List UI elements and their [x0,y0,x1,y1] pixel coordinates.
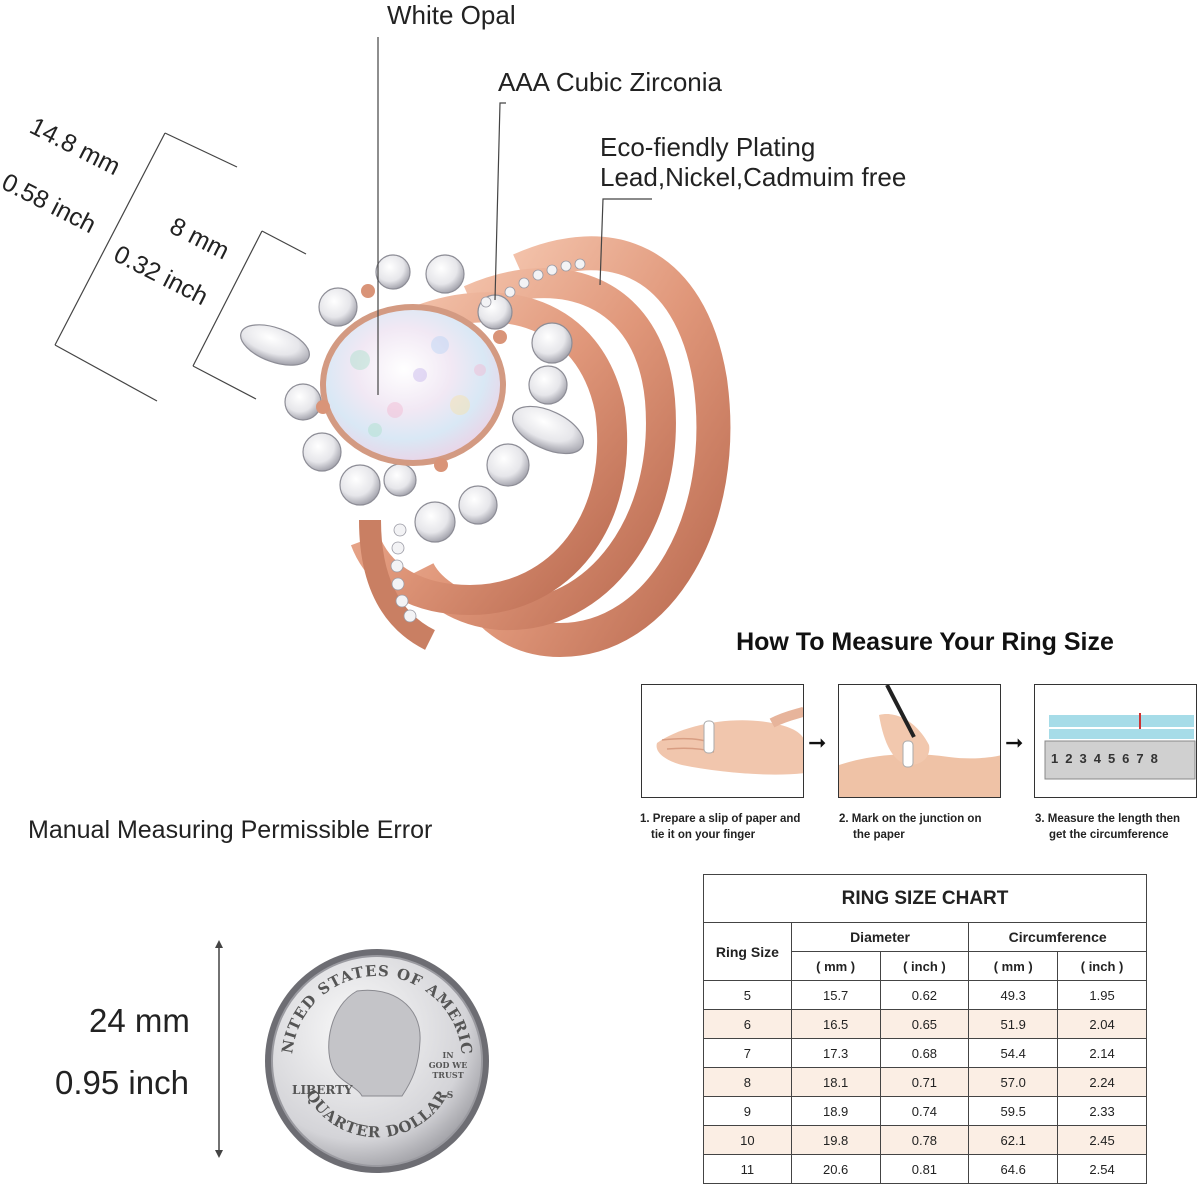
cell-circ-mm: 59.5 [968,1096,1059,1126]
callout-cubic-zirconia: AAA Cubic Zirconia [498,67,722,97]
arrow-right-icon: ➞ [1005,730,1024,755]
unit-circ-inch: ( inch ) [1057,951,1147,981]
opal-stone [316,284,507,472]
unit-dia-inch: ( inch ) [879,951,970,981]
step-2-caption: 2. Mark on the junction on the paper [839,811,981,843]
step-1-caption: 1. Prepare a slip of paper and tie it on… [640,811,800,843]
callout-plating-line1: Eco-fiendly Plating [600,132,816,162]
col-ring-size: Ring Size [703,922,792,981]
cell-circ-mm: 62.1 [968,1125,1059,1155]
cell-dia-in: 0.65 [879,1009,970,1039]
cell-circ-in: 2.14 [1057,1038,1147,1068]
cell-circ-mm: 64.6 [968,1154,1059,1184]
col-circumference: Circumference [968,922,1147,952]
error-note: Manual Measuring Permissible Error [28,816,433,844]
ring-size-chart: RING SIZE CHART Ring Size Diameter Circu… [703,874,1147,1184]
pave-stones [390,258,586,623]
coin-motto-2: GOD WE [429,1060,468,1070]
cell-dia-in: 0.81 [879,1154,970,1184]
cell-dia-in: 0.62 [879,980,970,1010]
table-row: 8 18.1 0.71 57.0 2.24 [703,1067,1147,1097]
cell-circ-in: 2.04 [1057,1009,1147,1039]
step-1-caption-line2: tie it on your finger [651,829,756,841]
cell-size: 11 [703,1154,792,1184]
cell-dia-mm: 17.3 [790,1038,881,1068]
ruler-number: 2 [1065,751,1073,766]
cell-size: 6 [703,1009,792,1039]
measure-guide-title: How To Measure Your Ring Size [736,628,1114,656]
cell-size: 5 [703,980,792,1010]
cell-dia-in: 0.78 [879,1125,970,1155]
coin-diameter-mm: 24 mm [89,1002,190,1039]
table-row: 9 18.9 0.74 59.5 2.33 [703,1096,1147,1126]
step-2-caption-line1: 2. Mark on the junction on [839,813,982,825]
cell-dia-in: 0.68 [879,1038,970,1068]
cell-dia-mm: 18.9 [790,1096,881,1126]
unit-circ-mm: ( mm ) [968,951,1059,981]
cell-circ-in: 2.45 [1057,1125,1147,1155]
coin-dimension-arrow [215,940,223,1158]
coin-diameter-inch: 0.95 inch [55,1064,189,1101]
ruler-number: 6 [1122,751,1130,766]
cell-size: 10 [703,1125,792,1155]
step-3-caption-line1: 3. Measure the length then [1035,813,1181,825]
step-3-caption-line2: get the circumference [1049,829,1169,841]
cell-circ-in: 2.33 [1057,1096,1147,1126]
cell-dia-mm: 20.6 [790,1154,881,1184]
cell-dia-in: 0.71 [879,1067,970,1097]
cell-circ-in: 1.95 [1057,980,1147,1010]
table-row: 10 19.8 0.78 62.1 2.45 [703,1125,1147,1155]
cell-circ-mm: 57.0 [968,1067,1059,1097]
coin-motto-1: IN [442,1050,453,1060]
cell-circ-in: 2.54 [1057,1154,1147,1184]
ruler-numbers: 1 2 3 4 5 6 7 8 [1051,751,1158,766]
cell-circ-mm: 49.3 [968,980,1059,1010]
cell-dia-mm: 15.7 [790,980,881,1010]
ruler-number: 8 [1150,751,1158,766]
step-3-image: 1 2 3 4 5 6 7 8 [1034,684,1197,798]
callout-plating-line2: Lead,Nickel,Cadmuim free [600,162,907,192]
cell-circ-mm: 51.9 [968,1009,1059,1039]
callout-lines [54,37,652,402]
cell-dia-in: 0.74 [879,1096,970,1126]
ruler-number: 4 [1093,751,1101,766]
step-1-image [641,684,804,798]
cell-size: 8 [703,1067,792,1097]
table-row: 6 16.5 0.65 51.9 2.04 [703,1009,1147,1039]
ruler-number: 5 [1107,751,1116,766]
table-row: 11 20.6 0.81 64.6 2.54 [703,1154,1147,1184]
washington-portrait [328,989,421,1097]
coin-motto-3: TRUST [432,1070,463,1080]
cell-dia-mm: 16.5 [790,1009,881,1039]
coin-mint-mark: S [447,1091,454,1101]
step-1-caption-line1: 1. Prepare a slip of paper and [640,813,801,825]
chart-title: RING SIZE CHART [703,874,1147,923]
arrow-right-icon: ➞ [808,730,827,755]
table-row: 7 17.3 0.68 54.4 2.14 [703,1038,1147,1068]
unit-dia-mm: ( mm ) [790,951,881,981]
cell-dia-mm: 19.8 [790,1125,881,1155]
step-2-caption-line2: the paper [853,829,905,841]
callout-white-opal: White Opal [387,0,516,30]
ring-bands [350,236,731,658]
step-3-caption: 3. Measure the length then get the circu… [1035,811,1180,843]
step-2-image [838,684,1001,798]
ruler-number: 1 [1051,751,1059,766]
col-diameter: Diameter [790,922,970,952]
cell-size: 9 [703,1096,792,1126]
cell-circ-mm: 54.4 [968,1038,1059,1068]
cell-dia-mm: 18.1 [790,1067,881,1097]
quarter-coin-image: UNITED STATES OF AMERICA QUARTER DOLLAR … [262,946,489,1173]
coin-liberty: LIBERTY [292,1083,353,1097]
ruler-number: 7 [1136,751,1144,766]
cell-circ-in: 2.24 [1057,1067,1147,1097]
table-row: 5 15.7 0.62 49.3 1.95 [703,980,1147,1010]
ruler-number: 3 [1079,751,1087,766]
cell-size: 7 [703,1038,792,1068]
